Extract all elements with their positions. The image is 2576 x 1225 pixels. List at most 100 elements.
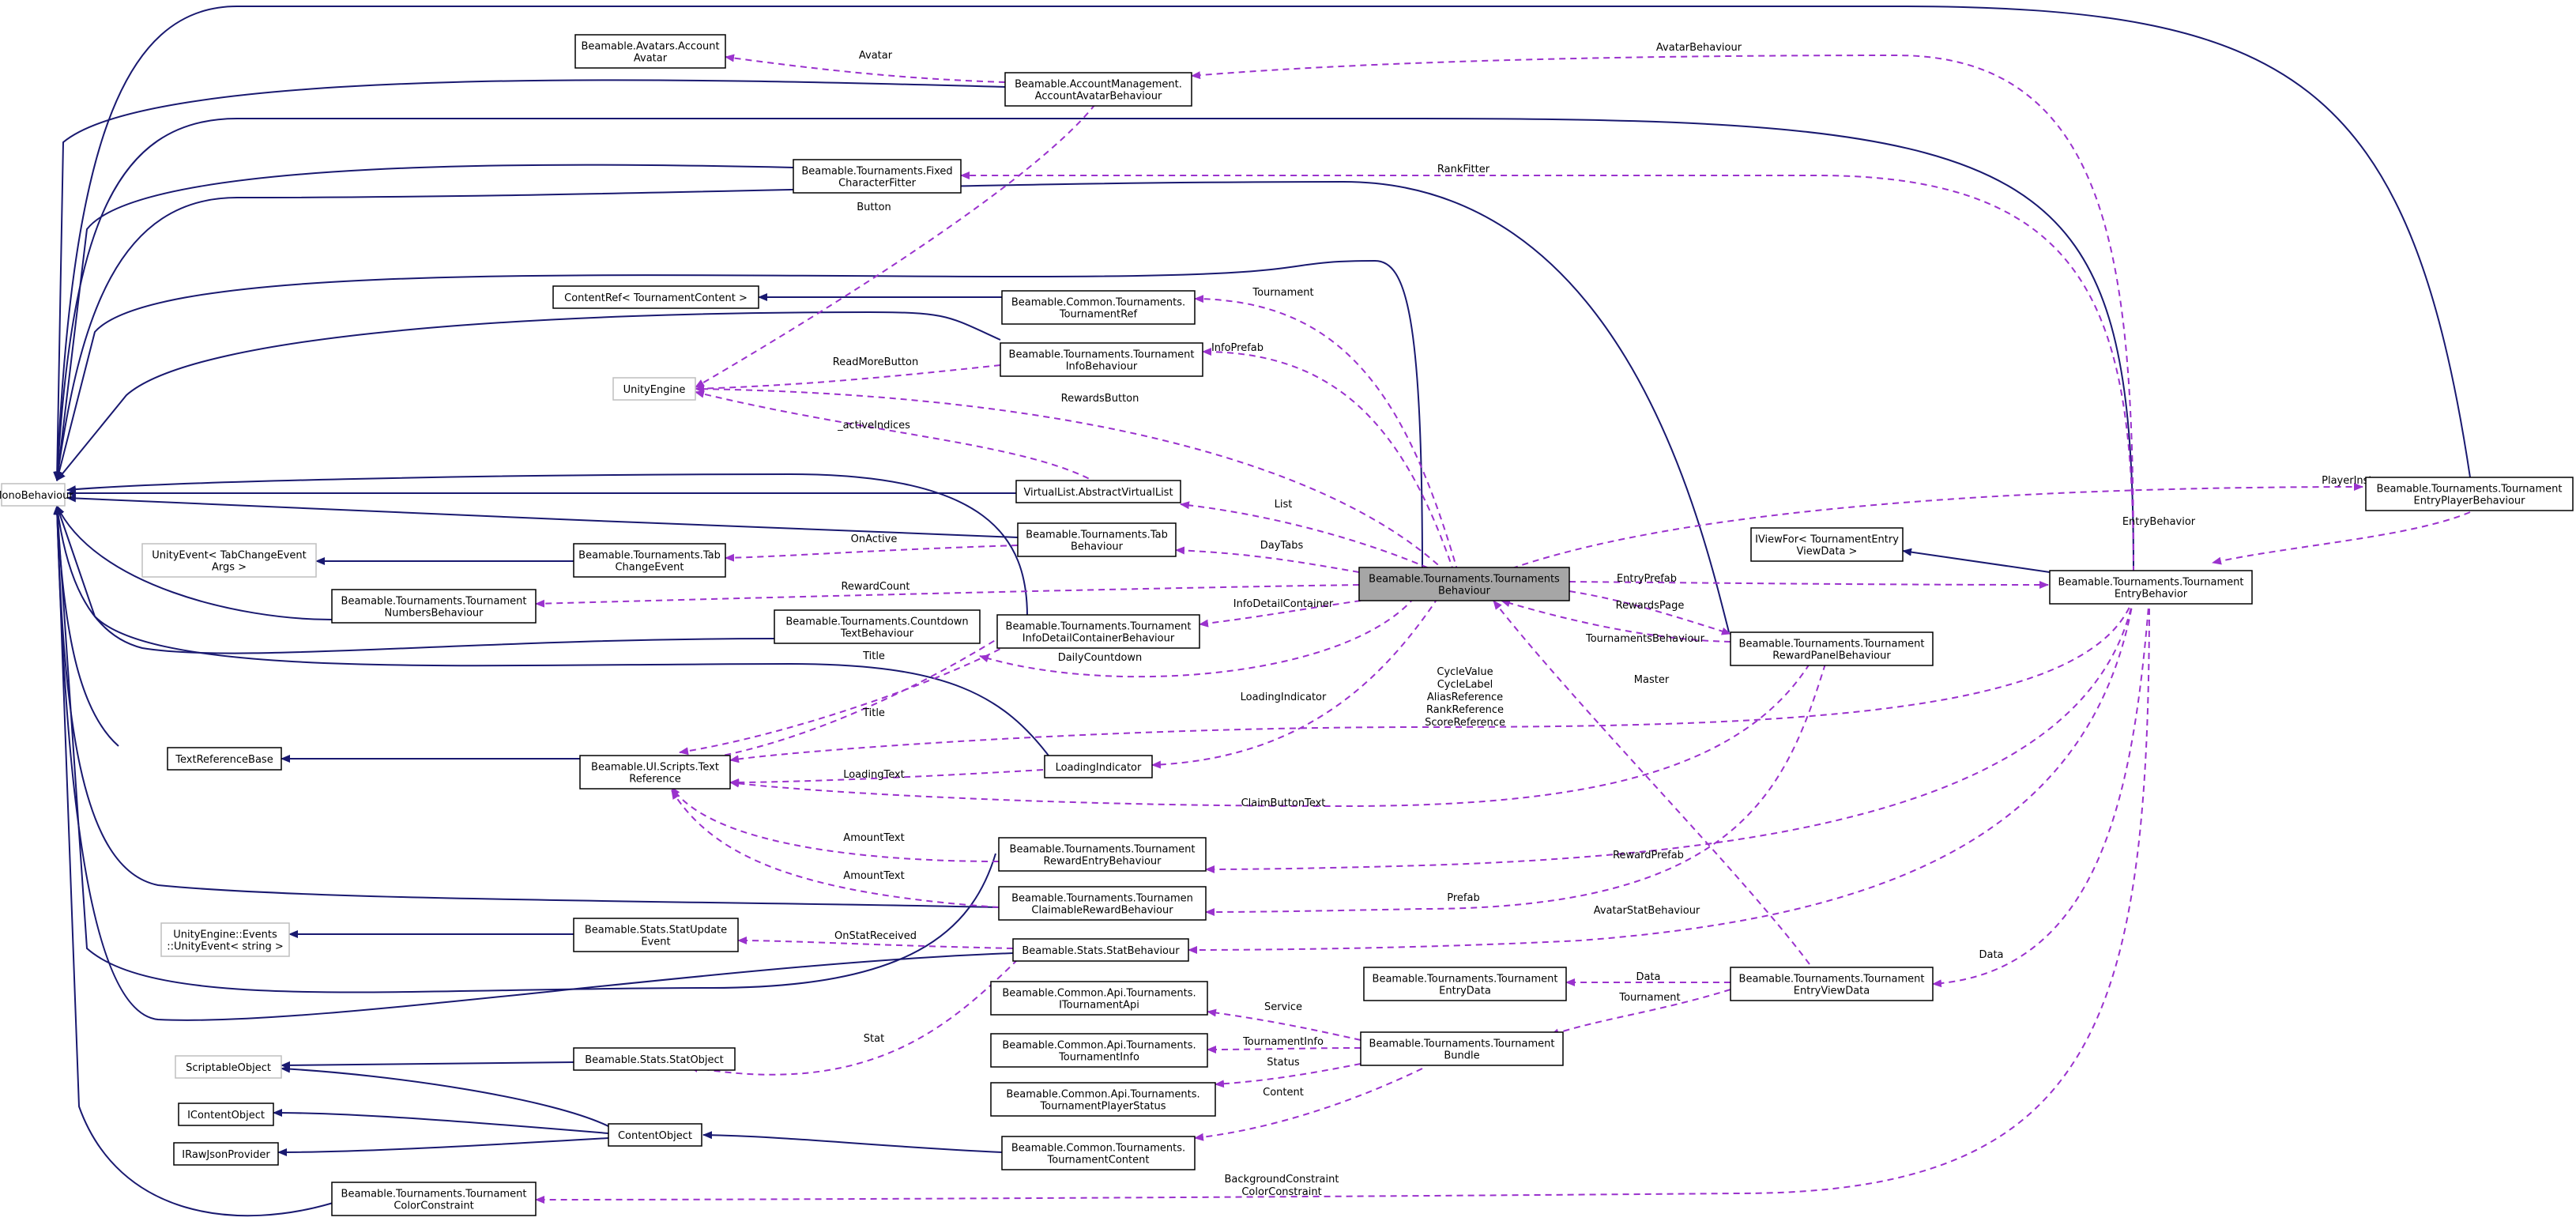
edge-entryprefab bbox=[1569, 580, 2049, 589]
edge-infobeh-mono bbox=[56, 311, 1001, 481]
class-name-line: TournamentContent bbox=[1047, 1155, 1150, 1167]
edge-label-scoreReference: ScoreReference bbox=[1425, 717, 1505, 729]
class-box bbox=[1750, 527, 1904, 562]
class-node-statBeh[interactable]: Beamable.Stats.StatBehaviour bbox=[1012, 938, 1189, 962]
edge-label-readMoreButton: ReadMoreButton bbox=[833, 356, 918, 368]
class-node-countdown[interactable]: Beamable.Tournaments.CountdownTextBehavi… bbox=[774, 609, 981, 644]
class-node-entryPlayer[interactable]: Beamable.Tournaments.TournamentEntryPlay… bbox=[2365, 477, 2574, 511]
edge-amounttext1 bbox=[671, 786, 1000, 862]
class-node-iContent[interactable]: IContentObject bbox=[178, 1102, 274, 1126]
class-node-colorCon[interactable]: Beamable.Tournaments.TournamentColorCons… bbox=[331, 1182, 537, 1216]
edge-rewardsbutton bbox=[695, 385, 1447, 573]
edge-activeindices bbox=[695, 390, 1099, 484]
class-box bbox=[573, 1047, 736, 1071]
class-box bbox=[1363, 967, 1567, 1001]
class-node-scriptable[interactable]: ScriptableObject bbox=[175, 1055, 282, 1079]
edge-amounttext2 bbox=[671, 790, 1000, 908]
class-node-fixedFit[interactable]: Beamable.Tournaments.FixedCharacterFitte… bbox=[793, 159, 962, 194]
class-node-uevStats[interactable]: UnityEngine::Events::UnityEvent< string … bbox=[160, 922, 290, 957]
class-name-line: InfoDetailContainerBehaviour bbox=[1022, 633, 1175, 645]
class-node-mono[interactable]: MonoBehaviour bbox=[0, 483, 73, 507]
class-node-entryViewData[interactable]: Beamable.Tournaments.TournamentEntryView… bbox=[1730, 967, 1934, 1001]
class-name-line: ScriptableObject bbox=[186, 1062, 271, 1074]
edge-onstatreceived bbox=[737, 937, 1014, 949]
class-node-claimable[interactable]: Beamable.Tournaments.TournamenClaimableR… bbox=[998, 886, 1207, 921]
class-node-textRef[interactable]: Beamable.UI.Scripts.TextReference bbox=[579, 755, 731, 790]
class-node-contentRef[interactable]: ContentRef< TournamentContent > bbox=[552, 285, 759, 309]
class-node-numBeh[interactable]: Beamable.Tournaments.TournamentNumbersBe… bbox=[331, 589, 537, 624]
class-node-unity[interactable]: UnityEngine bbox=[612, 377, 696, 401]
edge-list bbox=[1180, 501, 1439, 573]
edge-label-rankReference: RankReference bbox=[1426, 704, 1504, 716]
edge-dailycountdown bbox=[979, 597, 1415, 678]
class-node-iRaw[interactable]: IRawJsonProvider bbox=[173, 1142, 279, 1166]
class-node-rewardPanel[interactable]: Beamable.Tournaments.TournamentRewardPan… bbox=[1730, 631, 1934, 666]
class-name-line: Beamable.Tournaments.Tournament bbox=[1739, 639, 1925, 650]
class-node-tabChange[interactable]: Beamable.Tournaments.TabChangeEvent bbox=[573, 543, 726, 578]
class-box bbox=[574, 34, 726, 69]
class-name-line: Beamable.Tournaments.Tournament bbox=[1009, 349, 1195, 361]
class-box bbox=[331, 589, 537, 624]
edge-label-button: Button bbox=[857, 202, 891, 213]
edge-loadingindicator bbox=[1151, 597, 1439, 769]
class-node-avatar[interactable]: Beamable.Avatars.AccountAvatar bbox=[574, 34, 726, 69]
class-box bbox=[998, 837, 1207, 872]
edge-label-rewardPrefab: RewardPrefab bbox=[1613, 850, 1684, 861]
class-node-vlist[interactable]: VirtualList.AbstractVirtualList bbox=[1015, 480, 1181, 503]
class-name-line: Beamable.Stats.StatBehaviour bbox=[1022, 945, 1180, 957]
edge-labels-layer: AvatarAvatarBehaviourRankFitterButtonTou… bbox=[833, 42, 2397, 1198]
class-node-tContent[interactable]: Beamable.Common.Tournaments.TournamentCo… bbox=[1001, 1136, 1196, 1170]
class-node-infoDetail[interactable]: Beamable.Tournaments.TournamentInfoDetai… bbox=[996, 614, 1200, 649]
class-name-line: Beamable.Tournaments.Tournament bbox=[1373, 974, 1558, 986]
class-node-statObj[interactable]: Beamable.Stats.StatObject bbox=[573, 1047, 736, 1071]
class-node-entryBeh[interactable]: Beamable.Tournaments.TournamentEntryBeha… bbox=[2049, 570, 2253, 605]
class-node-tBeh[interactable]: Beamable.Tournaments.TournamentsBehaviou… bbox=[1358, 567, 1570, 601]
class-node-rewardEntry[interactable]: Beamable.Tournaments.TournamentRewardEnt… bbox=[998, 837, 1207, 872]
class-node-iApi[interactable]: Beamable.Common.Api.Tournaments.ITournam… bbox=[990, 981, 1208, 1016]
edge-numbeh-mono bbox=[56, 505, 333, 620]
class-node-playerStatus[interactable]: Beamable.Common.Api.Tournaments.Tourname… bbox=[990, 1082, 1216, 1117]
edge-label-service: Service bbox=[1264, 1001, 1302, 1013]
edge-rewardentry-mono bbox=[53, 505, 996, 993]
class-box bbox=[178, 1102, 274, 1126]
class-box bbox=[990, 1082, 1216, 1117]
class-box bbox=[1358, 567, 1570, 601]
edge-label-onStatReceived: OnStatReceived bbox=[834, 930, 917, 942]
class-box bbox=[996, 614, 1200, 649]
class-box bbox=[579, 755, 731, 790]
class-name-line: RewardPanelBehaviour bbox=[1772, 650, 1891, 662]
edge-textreferences bbox=[729, 597, 2134, 763]
class-name-line: Beamable.Common.Api.Tournaments. bbox=[1002, 988, 1196, 1000]
class-box bbox=[167, 747, 282, 771]
class-name-line: UnityEngine::Events bbox=[173, 929, 277, 941]
edge-playerinstance bbox=[1501, 483, 2363, 573]
class-box bbox=[573, 918, 739, 952]
class-node-loading[interactable]: LoadingIndicator bbox=[1044, 755, 1153, 778]
class-name-line: CharacterFitter bbox=[838, 178, 917, 190]
edge-label-cycleLabel: CycleLabel bbox=[1437, 679, 1493, 691]
edge-statobj-scriptable bbox=[281, 1061, 574, 1069]
class-node-tInfo[interactable]: Beamable.Common.Api.Tournaments.Tourname… bbox=[990, 1033, 1208, 1068]
edge-label-tournamentInfo: TournamentInfo bbox=[1242, 1036, 1324, 1048]
class-name-line: Beamable.Tournaments.Tab bbox=[578, 550, 721, 562]
class-node-textRefBase[interactable]: TextReferenceBase bbox=[167, 747, 282, 771]
class-node-contentObj[interactable]: ContentObject bbox=[608, 1123, 702, 1147]
class-node-accAvBeh[interactable]: Beamable.AccountManagement.AccountAvatar… bbox=[1004, 72, 1192, 107]
class-name-line: Beamable.Tournaments.Tournamen bbox=[1011, 893, 1193, 905]
class-name-line: Beamable.Common.Tournaments. bbox=[1011, 1143, 1185, 1155]
edge-label-content: Content bbox=[1263, 1087, 1304, 1099]
class-node-tRef[interactable]: Beamable.Common.Tournaments.TournamentRe… bbox=[1001, 290, 1196, 325]
edge-data2 bbox=[1932, 597, 2150, 988]
edge-label-rewardsButton: RewardsButton bbox=[1061, 393, 1139, 405]
edge-rewardspage bbox=[1569, 590, 1731, 635]
class-name-line: LoadingIndicator bbox=[1056, 762, 1142, 774]
class-box bbox=[793, 159, 962, 194]
class-name-line: Beamable.Tournaments.Tournament bbox=[341, 1189, 527, 1200]
class-node-infoBeh[interactable]: Beamable.Tournaments.TournamentInfoBehav… bbox=[1000, 342, 1203, 377]
